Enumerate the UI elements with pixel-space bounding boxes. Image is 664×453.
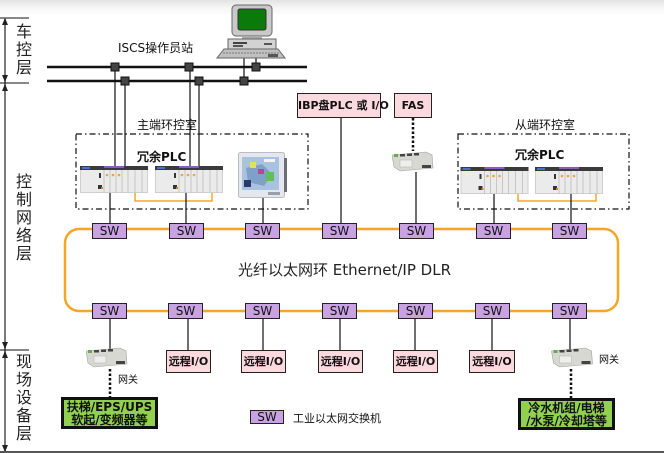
switch-bottom-3[interactable]: SW [245, 303, 280, 319]
switch-top-3[interactable]: SW [245, 223, 280, 239]
field-equipment-line1: 冷水机组/电梯 [528, 401, 605, 415]
plc-rack-icon[interactable] [460, 167, 529, 194]
switch-top-6[interactable]: SW [476, 223, 511, 239]
ibp-panel-box[interactable]: IBP盘PLC 或 I/O [297, 93, 389, 118]
master-plc-label: 冗余PLC [137, 150, 187, 164]
switch-top-4[interactable]: SW [322, 223, 357, 239]
arrow-down-icon [2, 342, 8, 349]
slave-room-boundary [457, 133, 630, 210]
slave-room-label: 从端环控室 [515, 118, 576, 132]
field-equipment-box[interactable]: 扶梯/EPS/UPS 软起/变频器等 [61, 397, 158, 429]
switch-bottom-2[interactable]: SW [168, 303, 203, 319]
remote-io-box[interactable]: 远程I/O [241, 350, 286, 373]
arrow-up-icon [2, 351, 8, 358]
arrow-down-icon [2, 75, 8, 82]
remote-io-box[interactable]: 远程I/O [393, 350, 438, 373]
bus-tap [120, 76, 130, 86]
field-equipment-box[interactable]: 冷水机组/电梯 /水泵/冷却塔等 [518, 398, 615, 430]
bus-tap [251, 62, 261, 72]
master-plc-redundancy-link [134, 193, 213, 202]
switch-bottom-4[interactable]: SW [322, 303, 357, 319]
master-room-label: 主端环控室 [137, 118, 198, 132]
switch-top-7[interactable]: SW [552, 223, 587, 239]
switch-bottom-6[interactable]: SW [475, 303, 510, 319]
workstation-computer-icon[interactable] [214, 3, 288, 59]
remote-io-box[interactable]: 远程I/O [469, 350, 515, 373]
ring-label: 光纤以太网环 Ethernet/IP DLR [238, 261, 452, 279]
field-equipment-line2: /水泵/冷却塔等 [526, 414, 607, 428]
arrow-down-icon [2, 445, 8, 452]
master-room-boundary [75, 133, 309, 210]
field-equipment-line2: 软起/变频器等 [71, 413, 148, 427]
switch-top-1[interactable]: SW [92, 223, 127, 239]
slave-plc-redundancy-link [517, 194, 597, 202]
plc-rack-icon[interactable] [155, 166, 223, 193]
right-gateway-label: 网关 [599, 355, 619, 366]
gateway-icon[interactable] [551, 347, 594, 368]
bus-tap [110, 62, 120, 72]
layer-label-vehicle-control: 车控层 [13, 23, 32, 77]
switch-top-5[interactable]: SW [399, 223, 434, 239]
remote-io-box[interactable]: 远程I/O [318, 350, 363, 373]
gateway-icon[interactable] [86, 347, 128, 368]
workstation-label: ISCS操作员站 [118, 41, 194, 55]
switch-top-2[interactable]: SW [169, 223, 204, 239]
gateway-icon[interactable] [392, 151, 434, 172]
switch-bottom-1[interactable]: SW [92, 303, 127, 319]
plc-rack-icon[interactable] [535, 167, 603, 194]
legend-switch-symbol: SW [250, 410, 284, 424]
left-gateway-label: 网关 [118, 375, 138, 386]
switch-bottom-5[interactable]: SW [398, 303, 433, 319]
switch-bottom-7[interactable]: SW [552, 303, 587, 319]
field-equipment-line1: 扶梯/EPS/UPS [66, 400, 153, 414]
bus-tap [184, 62, 194, 72]
arrow-up-icon [2, 18, 8, 25]
legend-switch-description: 工业以太网交换机 [293, 412, 381, 425]
hmi-panel-icon[interactable] [238, 152, 287, 198]
slave-plc-label: 冗余PLC [515, 148, 565, 162]
remote-io-box[interactable]: 远程I/O [166, 350, 211, 373]
layer-label-field-devices: 现场设备层 [13, 353, 32, 443]
arrow-up-icon [2, 84, 8, 91]
layer-label-control-network: 控制网络层 [13, 173, 32, 263]
bus-tap [239, 76, 249, 86]
bus-tap [194, 76, 204, 86]
plc-rack-icon[interactable] [80, 166, 148, 193]
fas-box[interactable]: FAS [394, 93, 432, 118]
